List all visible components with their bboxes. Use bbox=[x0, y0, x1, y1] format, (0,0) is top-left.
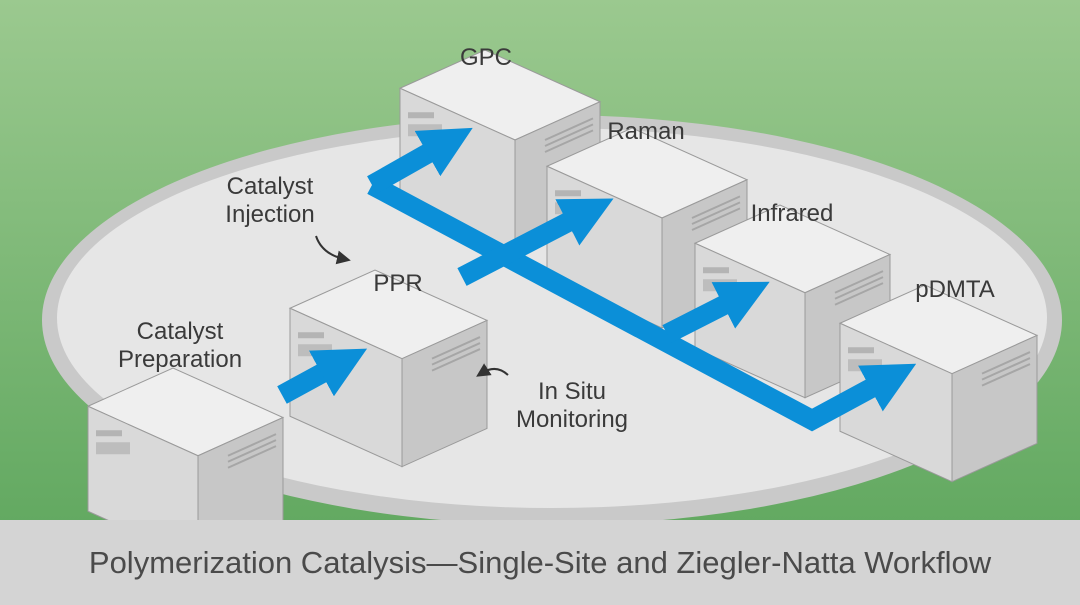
catalyst-preparation-line-2: Preparation bbox=[117, 346, 243, 373]
gpc-label: GPC bbox=[459, 44, 513, 71]
box-panel-display bbox=[555, 202, 589, 215]
box-vent-line bbox=[691, 195, 741, 219]
box-right-face bbox=[951, 334, 1038, 483]
box-vent-line bbox=[431, 336, 481, 360]
figure-title: Polymerization Catalysis—Single-Site and… bbox=[88, 544, 992, 580]
box-panel-slot bbox=[298, 332, 324, 339]
box-vent-line bbox=[227, 433, 277, 457]
in-situ-monitoring-pointer bbox=[476, 363, 509, 377]
box-vent-line bbox=[691, 201, 741, 225]
ppr-label: PPR bbox=[373, 270, 423, 297]
box-vent-line bbox=[544, 117, 594, 141]
box-panel-display bbox=[703, 279, 737, 292]
box-vent-line bbox=[834, 270, 884, 294]
catalyst-preparation-label: Catalyst Preparation bbox=[118, 318, 242, 374]
box-right-face bbox=[401, 319, 488, 468]
in-situ-monitoring-line-2: Monitoring bbox=[515, 406, 629, 433]
arrow-to-raman bbox=[457, 198, 614, 286]
arrow-to-gpc bbox=[367, 127, 473, 194]
box-vent-line bbox=[544, 123, 594, 147]
box-panel-slot bbox=[408, 112, 434, 119]
flow-arrows bbox=[277, 127, 917, 432]
catalyst-preparation-line-1: Catalyst bbox=[136, 318, 224, 345]
in-situ-monitoring-line-1: In Situ bbox=[537, 378, 607, 405]
box-vent-line bbox=[834, 276, 884, 300]
box-vent-line bbox=[981, 363, 1031, 387]
box-panel-slot bbox=[96, 430, 122, 437]
box-vent-line bbox=[834, 282, 884, 306]
box-vent-line bbox=[981, 357, 1031, 381]
infrared-label: Infrared bbox=[750, 200, 834, 227]
arrow-to-ppr bbox=[277, 348, 368, 404]
box-panel-display bbox=[848, 359, 882, 372]
arrow-to-infrared bbox=[662, 281, 770, 343]
box-vent-line bbox=[981, 351, 1031, 375]
box-panel-display bbox=[408, 124, 442, 137]
figure-caption: Polymerization Catalysis—Single-Site and… bbox=[0, 520, 1080, 605]
box-panel-display bbox=[96, 442, 130, 455]
box-panel-slot bbox=[555, 190, 581, 197]
box-vent-line bbox=[227, 439, 277, 463]
raman-label: Raman bbox=[607, 118, 685, 145]
box-panel-slot bbox=[703, 267, 729, 274]
catalyst-injection-line-1: Catalyst bbox=[226, 173, 314, 200]
box-panel-display bbox=[298, 344, 332, 357]
in-situ-monitoring-label: In Situ Monitoring bbox=[516, 378, 628, 434]
main-flow-arrow bbox=[367, 176, 917, 432]
box-vent-line bbox=[544, 129, 594, 153]
pdmta-label: pDMTA bbox=[915, 276, 995, 303]
catalyst-injection-pointer bbox=[315, 235, 351, 265]
catalyst-injection-line-2: Injection bbox=[225, 201, 315, 228]
box-vent-line bbox=[227, 445, 277, 469]
catalyst-injection-label: Catalyst Injection bbox=[225, 173, 314, 229]
box-vent-line bbox=[691, 207, 741, 231]
box-panel-slot bbox=[848, 347, 874, 354]
box-vent-line bbox=[431, 348, 481, 372]
box-vent-line bbox=[431, 342, 481, 366]
